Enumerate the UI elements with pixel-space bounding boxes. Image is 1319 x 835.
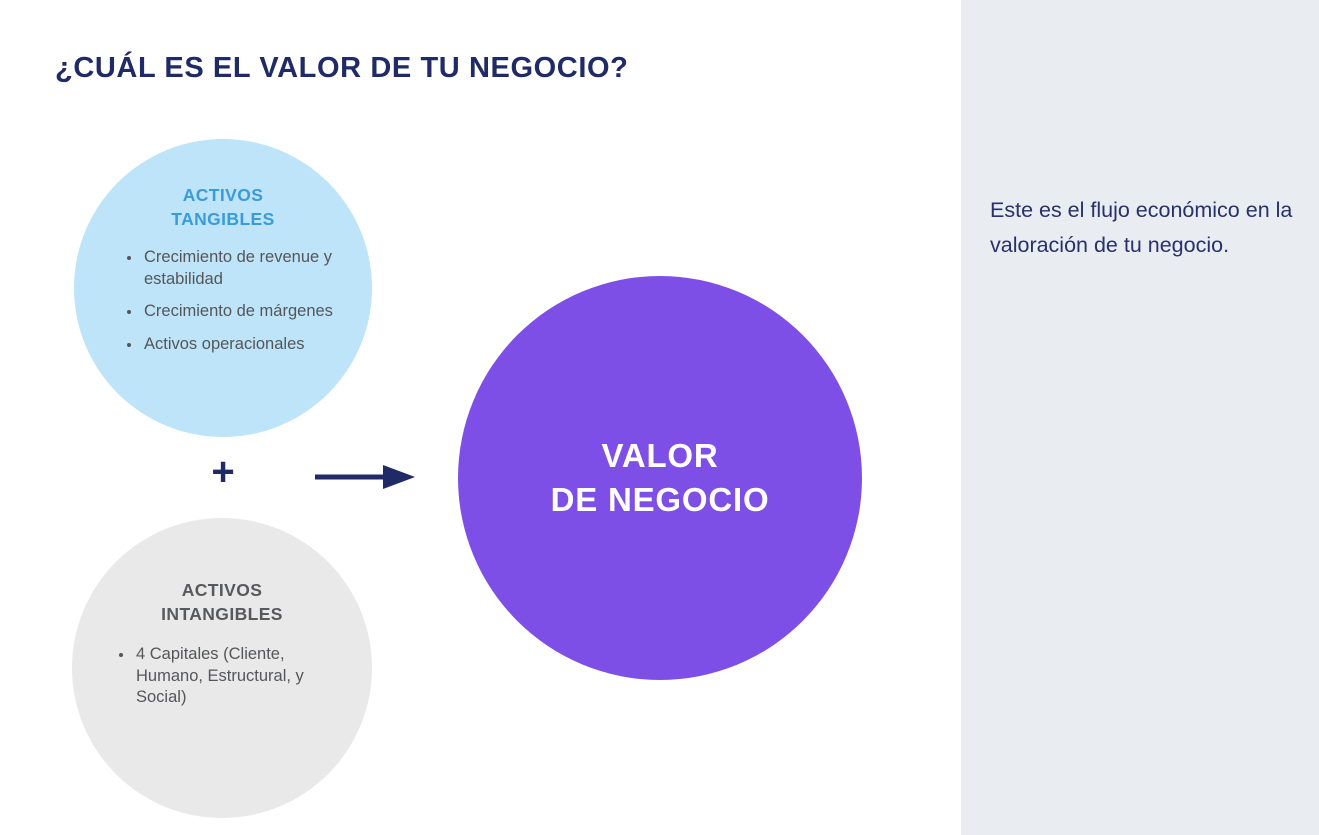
business-value-label-line2: DE NEGOCIO	[550, 481, 770, 518]
side-panel: Este es el flujo económico en la valorac…	[961, 0, 1319, 835]
business-value-circle: VALOR DE NEGOCIO	[458, 276, 862, 680]
tangible-assets-heading: ACTIVOS TANGIBLES	[171, 185, 275, 230]
tangible-asset-item: Crecimiento de márgenes	[142, 301, 352, 322]
arrow-right-icon	[313, 460, 418, 494]
page-title: ¿CUÁL ES EL VALOR DE TU NEGOCIO?	[55, 52, 629, 84]
intangible-assets-list: 4 Capitales (Cliente, Humano, Estructura…	[134, 644, 329, 708]
tangible-asset-item: Crecimiento de revenue y estabilidad	[142, 247, 352, 290]
plus-sign: +	[211, 450, 235, 494]
tangible-assets-list: Crecimiento de revenue y estabilidad Cre…	[142, 247, 352, 355]
intangible-assets-circle: ACTIVOS INTANGIBLES 4 Capitales (Cliente…	[72, 518, 372, 818]
intangible-assets-heading: ACTIVOS INTANGIBLES	[161, 580, 283, 625]
intangible-asset-item: 4 Capitales (Cliente, Humano, Estructura…	[134, 644, 329, 708]
tangible-asset-item: Activos operacionales	[142, 334, 352, 355]
business-value-label-line1: VALOR	[601, 437, 719, 475]
tangible-assets-circle: ACTIVOS TANGIBLES Crecimiento de revenue…	[74, 139, 372, 437]
side-panel-note: Este es el flujo económico en la valorac…	[990, 198, 1293, 258]
